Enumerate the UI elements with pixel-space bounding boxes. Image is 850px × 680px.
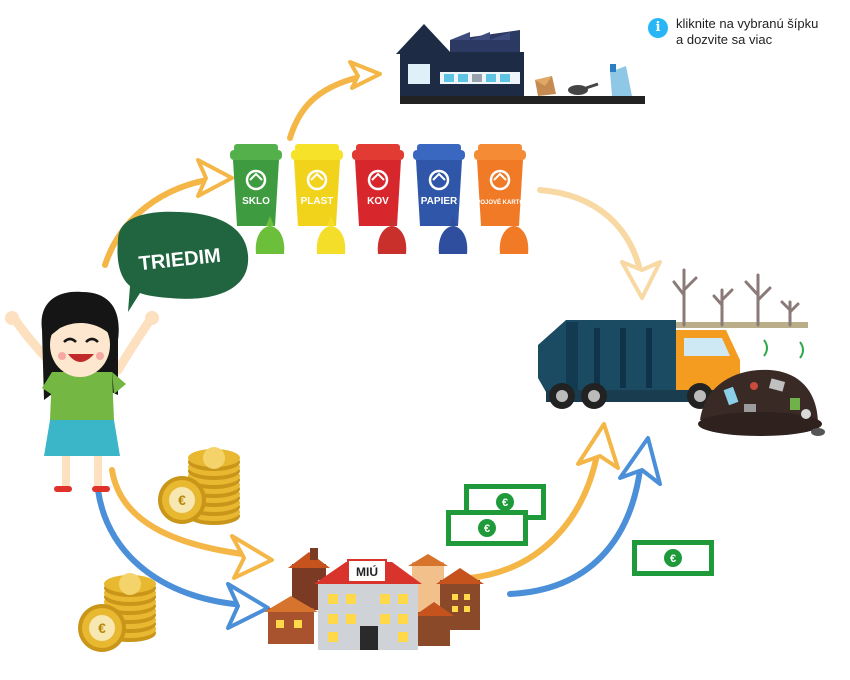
municipality-label: MIÚ bbox=[356, 564, 378, 579]
arrow-town-to-truck-orange[interactable] bbox=[467, 422, 620, 581]
coin-stack: € bbox=[78, 573, 156, 652]
recycle-icon bbox=[367, 169, 389, 191]
bin-2: PLAST bbox=[291, 144, 346, 254]
waste-bag bbox=[316, 226, 346, 254]
recycle-icon bbox=[428, 169, 450, 191]
bin-3: KOV bbox=[352, 144, 407, 254]
bin-label: SKLO bbox=[242, 196, 270, 207]
arrow-town-to-truck-blue[interactable] bbox=[507, 436, 662, 597]
recycle-icon bbox=[306, 169, 328, 191]
euro-coin: € bbox=[158, 476, 206, 524]
coin-stacks: €€ bbox=[78, 447, 240, 652]
euro-icon: € bbox=[670, 553, 676, 565]
banknotes: € € € bbox=[446, 484, 714, 576]
bin-label: KOV bbox=[367, 196, 389, 207]
euro-banknote: € bbox=[464, 484, 546, 520]
bin-label: PLAST bbox=[301, 196, 334, 207]
euro-icon: € bbox=[98, 620, 106, 636]
bin-4: PAPIER bbox=[413, 144, 468, 254]
euro-banknote: € bbox=[632, 540, 714, 576]
municipality-town: MIÚ bbox=[264, 548, 484, 650]
euro-icon: € bbox=[178, 492, 186, 508]
instruction-text: kliknite na vybranú šípku a dozvite sa v… bbox=[676, 16, 818, 48]
waste-bag bbox=[255, 226, 285, 254]
bin-label: NÁPOJOVÉ KARTÓNY bbox=[468, 198, 533, 206]
recycle-icon bbox=[489, 169, 511, 191]
arrow-to-bins[interactable] bbox=[102, 158, 234, 268]
waste-bag bbox=[438, 226, 468, 254]
recycle-icon bbox=[245, 169, 267, 191]
coin-stack: € bbox=[158, 447, 240, 525]
euro-icon: € bbox=[502, 497, 508, 509]
recycling-factory bbox=[396, 24, 645, 104]
bin-5: NÁPOJOVÉ KARTÓNY bbox=[468, 144, 533, 254]
instruction-line-1: kliknite na vybranú šípku bbox=[676, 16, 819, 31]
euro-coin: € bbox=[78, 604, 126, 652]
recycling-bins: SKLO PLAST KOV PAPIER NÁPOJOVÉ KARTÓNY bbox=[230, 144, 532, 254]
garbage-truck-landfill bbox=[538, 268, 825, 436]
arrow-girl-to-town-orange[interactable] bbox=[109, 467, 274, 580]
bin-label: PAPIER bbox=[421, 196, 458, 207]
instruction-hint: i kliknite na vybranú šípku a dozvite sa… bbox=[648, 16, 848, 52]
bin-1: SKLO bbox=[230, 144, 285, 254]
speech-bubble: TRIEDIM bbox=[117, 211, 249, 312]
euro-banknote: € bbox=[446, 510, 528, 546]
instruction-line-2: a dozvite sa viac bbox=[676, 32, 773, 47]
waste-bag bbox=[499, 226, 529, 254]
info-icon: i bbox=[648, 18, 668, 38]
arrow-to-landfill[interactable] bbox=[537, 187, 662, 300]
arrow-to-factory[interactable] bbox=[287, 60, 382, 141]
arrow-girl-to-town-blue[interactable] bbox=[95, 487, 270, 630]
girl-figure bbox=[5, 291, 159, 492]
waste-bag bbox=[377, 226, 407, 254]
euro-icon: € bbox=[484, 523, 490, 535]
